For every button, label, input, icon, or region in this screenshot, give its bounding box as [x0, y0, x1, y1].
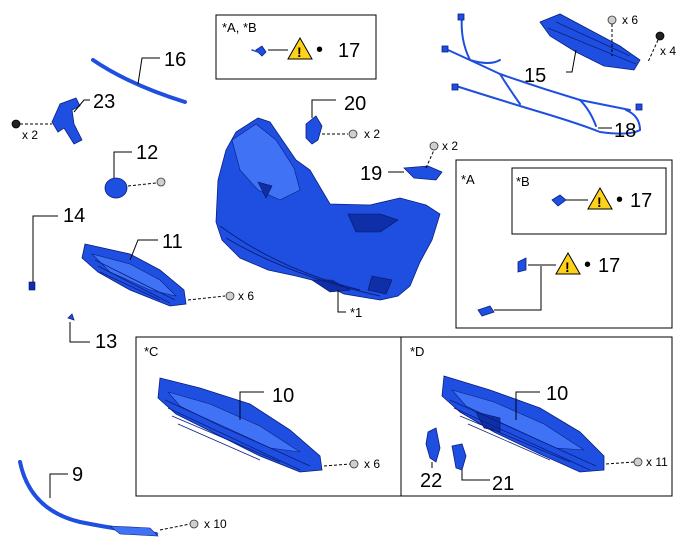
part-13-clip: [67, 313, 75, 321]
small-clip-b: [551, 194, 567, 207]
bolt-icon: [607, 15, 617, 25]
part-22-bracket: [425, 427, 441, 463]
qty-10-d: x 11: [646, 455, 668, 469]
callout-15: 15: [524, 65, 546, 87]
qty-10-c: x 6: [364, 457, 380, 471]
qty-15-top: x 6: [622, 13, 638, 27]
callout-22: 22: [420, 470, 442, 492]
part-19-bracket: [403, 165, 443, 181]
part-bumper-cover: [215, 117, 441, 301]
callout-17-top: 17: [338, 40, 360, 62]
bullet-top: •: [316, 39, 323, 61]
box-ab: [215, 14, 377, 80]
part-15-reinforcement: [539, 13, 641, 71]
bolt-icon: [349, 459, 359, 469]
box-a: [455, 159, 673, 329]
bolt-icon: [11, 119, 21, 129]
callout-9: 9: [72, 464, 83, 486]
part-14-clip: [28, 281, 36, 291]
part-20-bracket: [305, 115, 323, 145]
qty-19: x 2: [442, 139, 458, 153]
callout-11: 11: [162, 231, 183, 253]
clip-a-upper: [517, 257, 527, 273]
qty-11: x 6: [238, 289, 254, 303]
clip-a-lower: [477, 305, 495, 317]
warning-icon: !: [555, 251, 581, 275]
part-16-molding: [91, 58, 187, 104]
bolt-icon: [189, 519, 199, 529]
svg-text:!: !: [565, 259, 570, 275]
warning-icon: !: [587, 186, 613, 210]
callout-17-b: 17: [630, 190, 652, 212]
bolt-icon: [156, 177, 166, 187]
part-23-bracket: [51, 97, 83, 145]
callout-18: 18: [614, 120, 636, 142]
part-21-bracket: [451, 443, 467, 471]
warning-icon: !: [287, 36, 313, 60]
callout-21: 21: [492, 473, 514, 495]
callout-20: 20: [344, 93, 366, 115]
bolt-icon: [429, 141, 439, 151]
box-b: [511, 167, 667, 235]
bolt-icon: [225, 291, 235, 301]
callout-23: 23: [93, 91, 115, 113]
box-b-label: *B: [516, 174, 530, 189]
qty-23: x 2: [22, 128, 38, 142]
callout-19: 19: [360, 163, 382, 185]
part-10-grille-d: [441, 375, 605, 473]
part-11-grille: [81, 243, 187, 307]
svg-text:!: !: [297, 44, 302, 60]
qty-9: x 10: [204, 517, 227, 531]
bolt-icon: [655, 31, 665, 41]
callout-10-d: 10: [546, 383, 568, 405]
callout-13: 13: [95, 331, 117, 353]
callout-14: 14: [63, 205, 85, 227]
part-12-cover: [104, 177, 128, 199]
svg-text:!: !: [597, 194, 602, 210]
bullet-a: •: [584, 254, 591, 276]
box-a-label: *A: [461, 172, 475, 187]
box-d: [400, 336, 673, 497]
part-18-wire-harness: [441, 13, 643, 135]
bullet-b: •: [616, 189, 623, 211]
box-d-label: *D: [410, 344, 424, 359]
callout-star1: *1: [350, 305, 362, 320]
qty-15-side: x 4: [660, 44, 676, 58]
box-c-label: *C: [144, 344, 158, 359]
callout-17-a: 17: [598, 255, 620, 277]
bolt-icon: [348, 129, 358, 139]
callout-16: 16: [164, 49, 186, 71]
callout-12: 12: [136, 142, 158, 164]
bolt-icon: [633, 457, 643, 467]
callout-10-c: 10: [272, 385, 294, 407]
box-ab-label: *A, *B: [222, 20, 257, 35]
part-10-grille-c: [157, 377, 323, 473]
small-clip-ab: [251, 45, 267, 57]
qty-20: x 2: [364, 127, 380, 141]
